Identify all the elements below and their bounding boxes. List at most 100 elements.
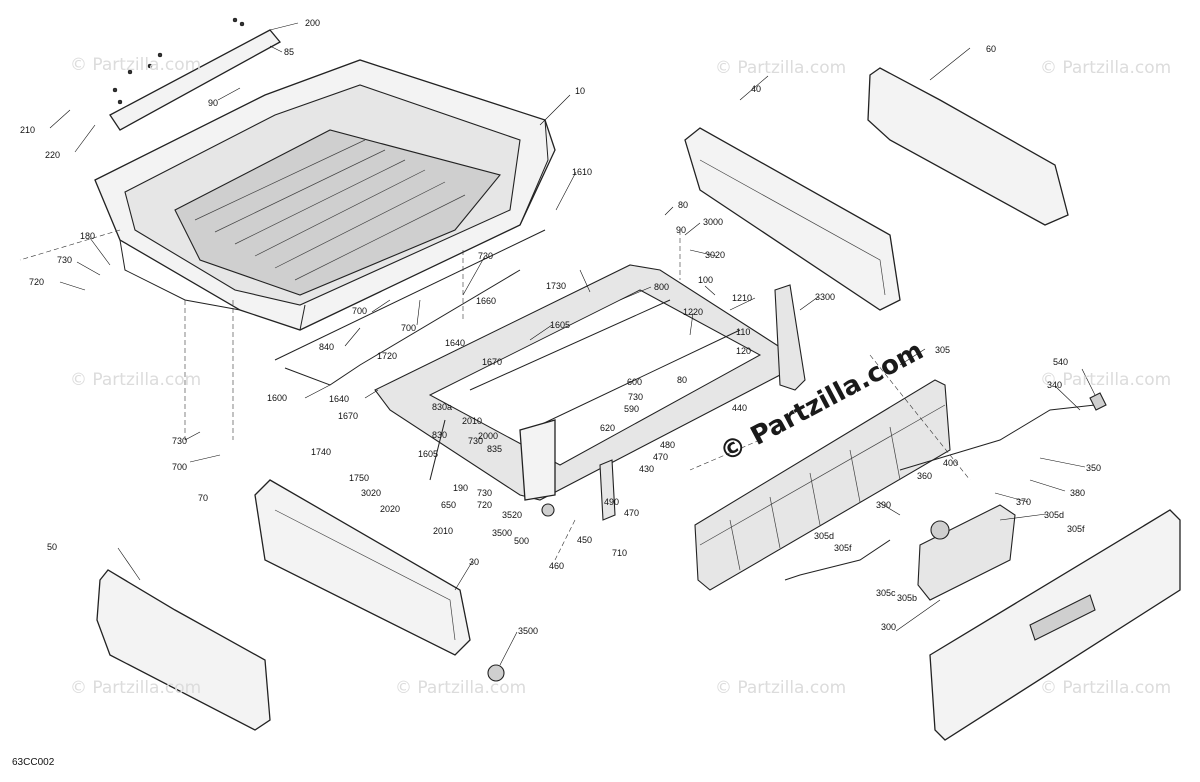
- callout-label: 2000: [478, 431, 499, 441]
- callout-label: 100: [698, 275, 714, 285]
- callout-label: 305c: [876, 588, 896, 598]
- callout-label: 400: [943, 458, 959, 468]
- gas-spring: [429, 419, 446, 481]
- callout-label: 470: [624, 508, 640, 518]
- callout-label: 700: [352, 306, 368, 316]
- bed-rail-strip: [109, 29, 282, 131]
- watermark: © Partzilla.com: [70, 678, 202, 698]
- callout-label: 3300: [815, 292, 836, 302]
- callout-label: 305f: [834, 543, 852, 553]
- callout-label: 730: [478, 251, 494, 261]
- callout-label: 450: [577, 535, 593, 545]
- diagram-code: 63CC002: [12, 757, 55, 768]
- callout-label: 30: [469, 557, 480, 567]
- callout-label: 3500: [518, 626, 539, 636]
- callout-label: 80: [678, 200, 689, 210]
- callout-label: 2010: [462, 416, 483, 426]
- wire-harness: [784, 539, 891, 581]
- alignment-lines: [19, 229, 971, 561]
- side-cover-60: [867, 67, 1069, 226]
- callout-label: 730: [57, 255, 73, 265]
- callout-label: 1605: [418, 449, 439, 459]
- callout-label: 1220: [683, 307, 704, 317]
- callout-label: 720: [29, 277, 45, 287]
- callout-label: 110: [736, 327, 751, 337]
- callout-label: 120: [736, 346, 752, 356]
- callout-label: 830a: [432, 402, 453, 412]
- callout-label: 180: [80, 231, 96, 241]
- watermark: © Partzilla.com: [715, 58, 847, 78]
- cargo-box: [94, 59, 556, 331]
- callout-label: 90: [676, 225, 687, 235]
- callout-label: 650: [441, 500, 457, 510]
- callout-label: 540: [1053, 357, 1069, 367]
- callout-label: 440: [732, 403, 748, 413]
- callout-label: 390: [876, 500, 892, 510]
- cap-3520: [541, 503, 555, 517]
- callout-label: 430: [639, 464, 655, 474]
- callout-label: 305d: [1044, 510, 1065, 520]
- callout-label: 1670: [482, 357, 503, 367]
- callout-label: 2020: [380, 504, 401, 514]
- callout-label: 1600: [267, 393, 288, 403]
- callout-label: 730: [468, 436, 484, 446]
- callout-label: 80: [677, 375, 688, 385]
- callout-label: 2010: [433, 526, 454, 536]
- callout-label: 190: [453, 483, 469, 493]
- callout-label: 3520: [502, 510, 523, 520]
- callout-label: 620: [600, 423, 616, 433]
- tailgate-inner: [694, 379, 951, 591]
- callout-label: 340: [1047, 380, 1063, 390]
- fastener-group: [112, 17, 245, 105]
- callout-label: 3500: [492, 528, 513, 538]
- watermark: © Partzilla.com: [1040, 58, 1172, 78]
- callout-label: 50: [47, 542, 58, 552]
- callout-label: 590: [624, 404, 640, 414]
- callout-label: 380: [1070, 488, 1086, 498]
- side-panel-40: [684, 127, 901, 311]
- callout-label: 200: [305, 18, 321, 28]
- callout-label: 210: [20, 125, 36, 135]
- callout-label: 305: [935, 345, 951, 355]
- callout-label: 1640: [329, 394, 350, 404]
- watermark: © Partzilla.com: [1040, 370, 1172, 390]
- callout-label: 1610: [572, 167, 593, 177]
- leader-lines: [49, 22, 1096, 666]
- callout-label: 470: [653, 452, 669, 462]
- callout-label: 1210: [732, 293, 753, 303]
- callout-label: 350: [1086, 463, 1102, 473]
- latch-button: [930, 520, 950, 540]
- callout-label: 720: [477, 500, 493, 510]
- callout-label: 1670: [338, 411, 359, 421]
- callout-label: 40: [751, 84, 762, 94]
- callout-label: 3000: [703, 217, 724, 227]
- callout-label: 830: [432, 430, 448, 440]
- callout-label: 840: [319, 342, 335, 352]
- callout-label: 460: [549, 561, 565, 571]
- callout-label: 730: [172, 436, 188, 446]
- bracket-470: [599, 459, 616, 521]
- callout-label: 3020: [705, 250, 726, 260]
- callout-label: 70: [198, 493, 209, 503]
- callout-label: 730: [477, 488, 493, 498]
- callout-label: 60: [986, 44, 997, 54]
- callout-label: 220: [45, 150, 61, 160]
- latch-540: [1089, 392, 1107, 411]
- callout-label: 10: [575, 86, 586, 96]
- callout-label: 90: [208, 98, 219, 108]
- callout-label: 85: [284, 47, 295, 57]
- callout-label: 305d: [814, 531, 835, 541]
- callout-label: 800: [654, 282, 670, 292]
- tailgate-handle: [917, 504, 1016, 601]
- callout-label: 710: [612, 548, 628, 558]
- cap-3500: [487, 664, 505, 682]
- callout-label: 1640: [445, 338, 466, 348]
- side-panel-30: [254, 479, 471, 656]
- callout-label: 1730: [546, 281, 567, 291]
- callout-label: 1605: [550, 320, 571, 330]
- callout-label: 700: [401, 323, 417, 333]
- callout-label: 305b: [897, 593, 918, 603]
- callout-label: 1660: [476, 296, 497, 306]
